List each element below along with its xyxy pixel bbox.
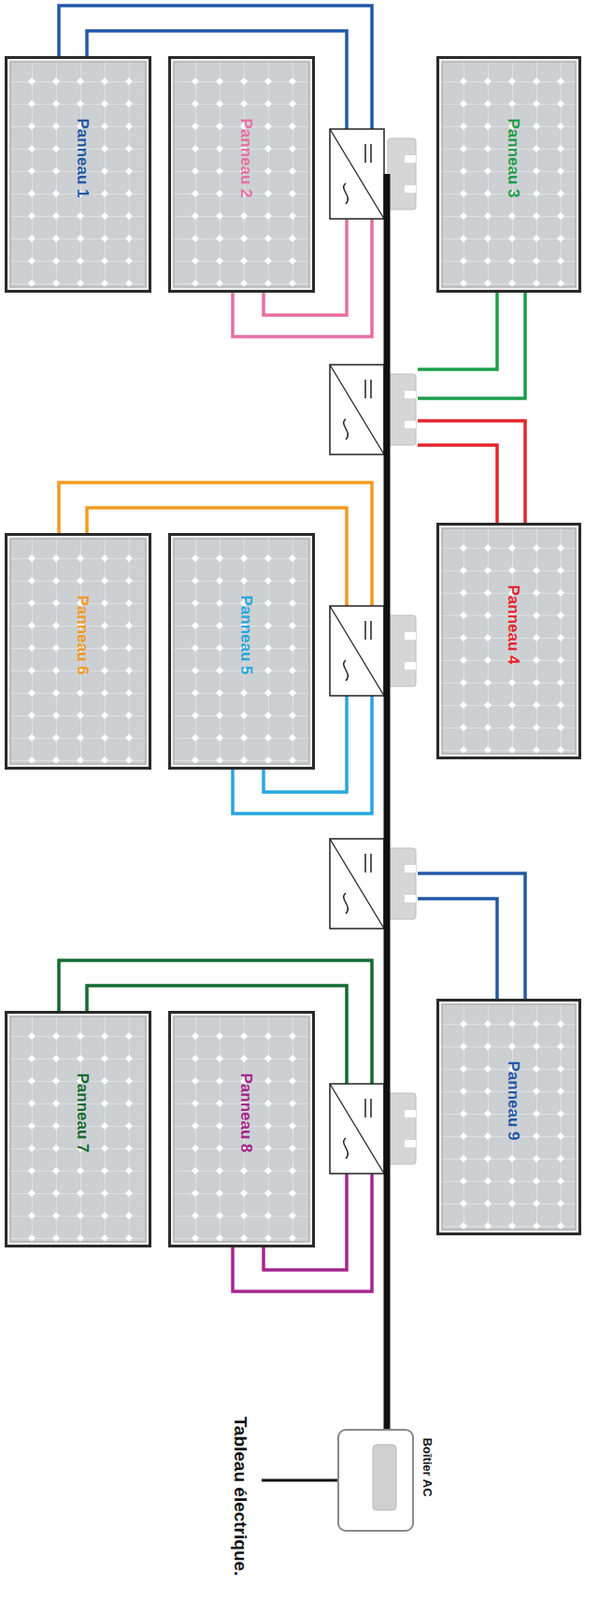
solar-panel: Panneau 5 bbox=[168, 532, 315, 770]
panel-label: Panneau 6 bbox=[73, 594, 90, 674]
micro-inverter bbox=[329, 838, 416, 928]
dc-wire bbox=[417, 898, 498, 999]
panel-label: Panneau 2 bbox=[237, 117, 254, 198]
solar-panel: Panneau 6 bbox=[4, 532, 152, 770]
ac-feed-line bbox=[261, 1478, 339, 1482]
dc-wire bbox=[417, 292, 498, 370]
solar-panel: Panneau 1 bbox=[4, 56, 152, 293]
solar-panel: Panneau 9 bbox=[436, 998, 582, 1235]
panel-board-label: Tableau électrique. bbox=[231, 1415, 250, 1576]
micro-inverter bbox=[329, 1083, 416, 1173]
panel-label: Panneau 1 bbox=[73, 117, 90, 198]
cell-grid-fill bbox=[442, 61, 576, 287]
micro-inverter bbox=[329, 128, 416, 219]
solar-panel: Panneau 4 bbox=[436, 522, 582, 759]
cell-grid-fill bbox=[173, 1015, 310, 1241]
junction-box-window bbox=[372, 1443, 397, 1510]
ac-junction-box: Boîtier AC bbox=[336, 1426, 443, 1534]
box-label: Boîtier AC bbox=[421, 1436, 434, 1496]
cell-grid-fill bbox=[442, 1003, 576, 1229]
cell-grid-fill bbox=[173, 61, 310, 287]
ac-bus bbox=[384, 173, 391, 1431]
panel-label: Panneau 4 bbox=[504, 584, 521, 664]
panel-label: Panneau 3 bbox=[504, 117, 521, 198]
cell-grid-fill bbox=[10, 61, 146, 287]
solar-panel: Panneau 3 bbox=[436, 56, 582, 293]
solar-panel: Panneau 2 bbox=[168, 56, 315, 293]
panel-label: Panneau 9 bbox=[504, 1059, 521, 1140]
cell-grid-fill bbox=[10, 538, 146, 764]
cell-grid-fill bbox=[442, 527, 576, 754]
junction-box-body bbox=[338, 1428, 414, 1530]
dc-wire bbox=[417, 872, 526, 999]
micro-inverter bbox=[329, 364, 416, 455]
dc-wire bbox=[417, 292, 526, 399]
solar-panel: Panneau 8 bbox=[168, 1010, 315, 1247]
panel-label: Panneau 7 bbox=[73, 1071, 90, 1152]
panel-label: Panneau 8 bbox=[237, 1071, 254, 1152]
dc-wire bbox=[417, 420, 526, 523]
micro-inverter bbox=[329, 605, 416, 696]
dc-wire bbox=[417, 444, 498, 523]
cell-grid-fill bbox=[173, 538, 310, 764]
cell-grid-fill bbox=[10, 1015, 146, 1241]
solar-panel: Panneau 7 bbox=[4, 1010, 152, 1247]
panel-label: Panneau 5 bbox=[237, 594, 254, 674]
